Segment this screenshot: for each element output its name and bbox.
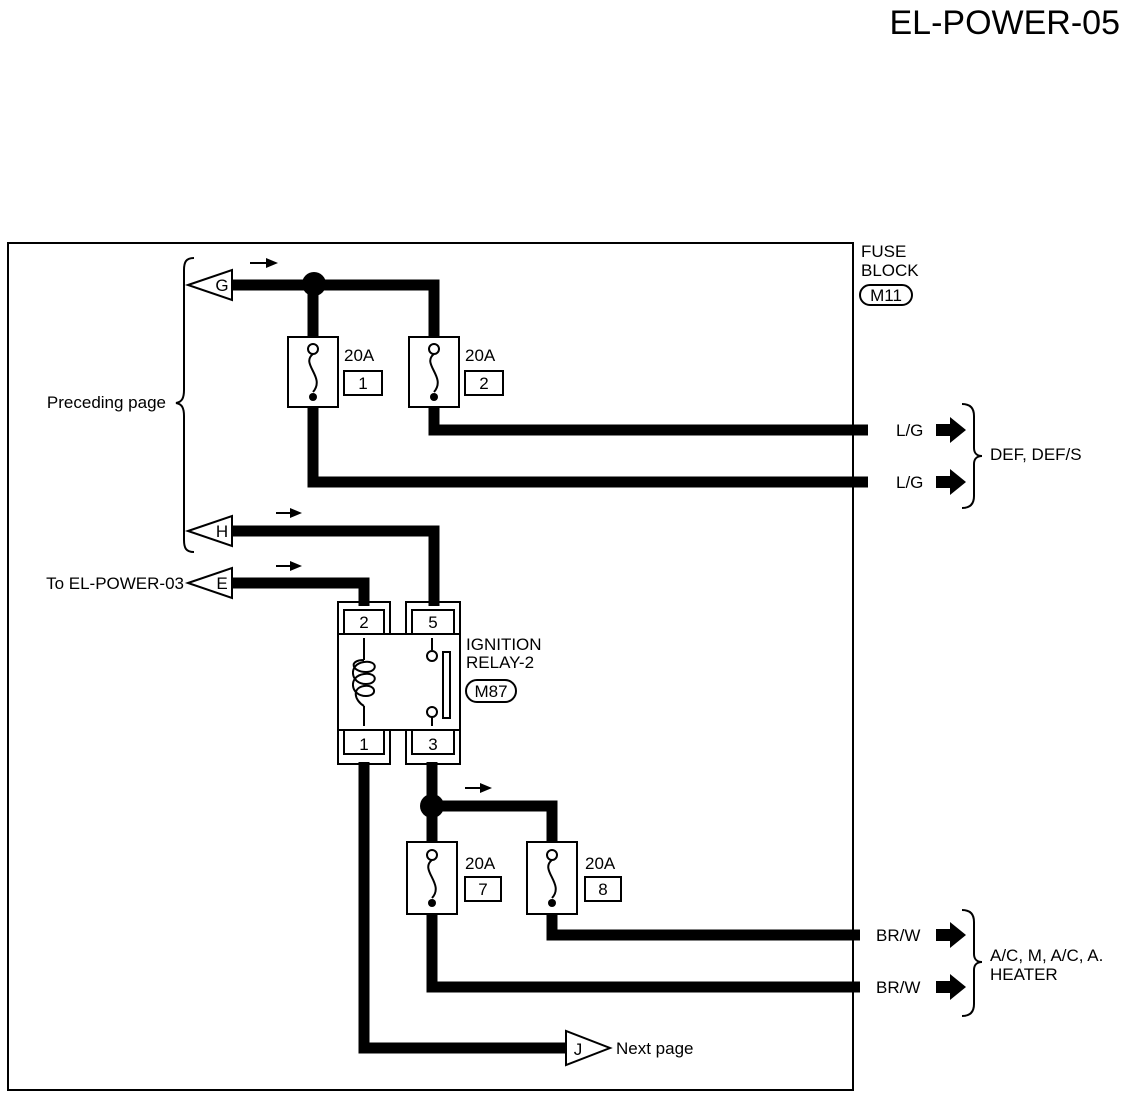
- wire-splice-to-fuse-8: [432, 800, 558, 842]
- fuse-8-rating: 20A: [585, 854, 616, 873]
- relay-code-badge: [465, 679, 517, 703]
- flow-arrow-icon: [266, 258, 278, 268]
- preceding-page-brace: [175, 257, 195, 553]
- relay-pin-5: 5: [428, 613, 437, 632]
- connector-e: E: [184, 566, 233, 600]
- output-arrow-icon: [936, 974, 966, 1000]
- fuse-2: 20A 2: [408, 336, 504, 408]
- relay-pin-1: 1: [359, 735, 368, 754]
- flow-arrow-icon: [480, 783, 492, 793]
- wire-fuse-8-out: [546, 900, 860, 941]
- fuse-block-code-badge: [859, 284, 913, 306]
- fuse-7-number: 7: [478, 880, 487, 899]
- wire-fuse-7-out: [426, 900, 860, 993]
- fuse-1: 20A 1: [287, 336, 383, 408]
- relay-pin-2: 2: [359, 613, 368, 632]
- to-el-power-03-label: To EL-POWER-03: [46, 574, 184, 593]
- splice-dot-bottom: [420, 794, 444, 818]
- ac-group-label-line2: HEATER: [990, 965, 1058, 984]
- wire-fuse-1-out: [307, 398, 868, 488]
- svg-text:E: E: [216, 574, 227, 593]
- fuse-1-number: 1: [358, 374, 367, 393]
- def-group-label: DEF, DEF/S: [990, 445, 1082, 464]
- output-lg-2: L/G: [896, 469, 966, 495]
- output-brw-2: BR/W: [876, 974, 966, 1000]
- fuse-block-label-line1: FUSE: [861, 242, 906, 261]
- def-brace: [961, 403, 983, 509]
- fuse-1-rating: 20A: [344, 346, 375, 365]
- relay-code: M87: [474, 682, 507, 701]
- fuse-block-outline: [7, 242, 854, 1091]
- svg-text:G: G: [215, 276, 228, 295]
- fuse-block-code: M11: [870, 286, 902, 305]
- svg-text:J: J: [574, 1040, 583, 1059]
- fuse-block-label-line2: BLOCK: [861, 261, 919, 280]
- svg-text:H: H: [216, 522, 228, 541]
- wire-fuse-2-out: [428, 398, 868, 436]
- fuse-2-number: 2: [479, 374, 488, 393]
- connector-g: G: [184, 268, 233, 302]
- output-brw-1: BR/W: [876, 922, 966, 948]
- wire-relay-pin-1-to-j: [358, 762, 566, 1054]
- connector-j: J: [565, 1029, 613, 1067]
- flow-arrow-icon: [290, 561, 302, 571]
- output-lg-1: L/G: [896, 417, 966, 443]
- relay-switch-icon: [426, 638, 451, 726]
- wire-h-to-relay-pin-5: [232, 525, 440, 606]
- ac-brace: [961, 909, 983, 1017]
- fuse-7-rating: 20A: [465, 854, 496, 873]
- next-page-label: Next page: [616, 1039, 694, 1058]
- page-title: EL-POWER-05: [890, 4, 1121, 42]
- preceding-page-label: Preceding page: [47, 393, 166, 412]
- output-arrow-icon: [936, 922, 966, 948]
- fuse-7: 20A 7: [406, 841, 502, 915]
- splice-dot-top: [302, 272, 326, 296]
- relay-label-line2: RELAY-2: [466, 653, 534, 672]
- fuse-2-rating: 20A: [465, 346, 496, 365]
- relay-label-line1: IGNITION: [466, 635, 542, 654]
- output-arrow-icon: [936, 469, 966, 495]
- wire-e-to-relay-pin-2: [232, 577, 370, 606]
- wire-g-bus: [232, 279, 440, 342]
- wire-color-brw-2: BR/W: [876, 978, 920, 997]
- relay-coil-icon: [352, 638, 376, 726]
- ignition-relay-2: 2 5 1 3 IGNITION RELAY-2 M87: [337, 601, 542, 765]
- wire-color-lg-2: L/G: [896, 473, 923, 492]
- wire-color-brw-1: BR/W: [876, 926, 920, 945]
- fuse-8: 20A 8: [526, 841, 622, 915]
- relay-pin-3: 3: [428, 735, 437, 754]
- fuse-8-number: 8: [598, 880, 607, 899]
- connector-h: H: [184, 514, 233, 548]
- ac-group-label-line1: A/C, M, A/C, A.: [990, 946, 1103, 965]
- flow-arrows: [250, 258, 492, 793]
- wire-color-lg-1: L/G: [896, 421, 923, 440]
- flow-arrow-icon: [290, 508, 302, 518]
- output-arrow-icon: [936, 417, 966, 443]
